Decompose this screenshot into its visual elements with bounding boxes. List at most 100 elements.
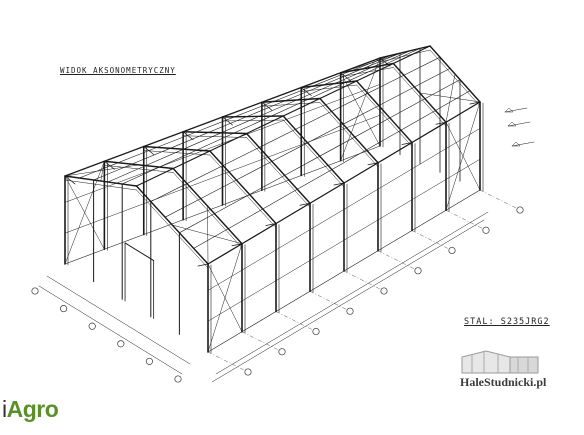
steel-grade-note: STAL: S235JRG2 <box>464 317 550 327</box>
roof-purlin <box>296 83 335 101</box>
elevation-marker <box>507 121 531 127</box>
grid-axis-bubble <box>117 340 125 348</box>
wall-rail <box>64 218 105 234</box>
eave-beam <box>221 101 263 118</box>
roof-purlin <box>222 147 260 166</box>
frame-haunch <box>300 87 312 96</box>
wall-rail <box>241 249 277 271</box>
grid-axis-line <box>377 250 415 269</box>
frame-haunch <box>231 243 243 247</box>
roof-purlin <box>196 132 235 151</box>
roof-purlin <box>342 105 380 125</box>
eave-beam <box>300 72 342 89</box>
frame-rafter-flange <box>222 119 284 122</box>
frame-haunch <box>469 101 481 105</box>
roof-purlin <box>308 82 346 100</box>
eave-beam <box>343 162 379 184</box>
eave-beam <box>182 116 224 133</box>
roof-purlin <box>424 79 461 100</box>
frame-haunch <box>435 121 447 125</box>
eave-beam <box>411 121 447 144</box>
frame-rafter-flange <box>356 84 413 147</box>
agro-logo-name: Agro <box>6 396 59 422</box>
wall-rail <box>275 260 311 281</box>
frame-haunch <box>340 72 352 82</box>
door-lintel <box>124 242 155 262</box>
grid-axis-line <box>445 210 483 229</box>
base-line <box>241 311 277 333</box>
dimension-line <box>38 285 183 375</box>
roof-bracing <box>340 51 406 73</box>
roof-purlin <box>262 189 298 210</box>
roof-purlin <box>169 132 209 149</box>
roof-purlin <box>193 228 229 249</box>
agro-logo: iAgro <box>2 396 59 423</box>
frame-rafter-flange <box>319 102 379 167</box>
frame-rafter <box>319 97 379 164</box>
wall-rail <box>207 300 243 322</box>
eave-beam <box>377 141 413 164</box>
base-line <box>207 331 243 353</box>
ridge-purlin <box>209 132 248 152</box>
roof-purlin <box>297 169 333 190</box>
elevation-marker <box>504 107 528 113</box>
base-line <box>300 160 341 176</box>
frame-haunch <box>222 116 233 126</box>
roof-purlin <box>214 194 250 214</box>
hall-logo-icon <box>461 350 539 374</box>
roof-purlin <box>258 99 298 117</box>
roof-purlin <box>227 208 264 229</box>
frame-rafter-flange <box>261 102 321 107</box>
roof-purlin <box>319 136 356 157</box>
wall-bracing <box>207 263 243 332</box>
ridge-purlin <box>392 45 431 65</box>
eave-beam <box>339 57 381 74</box>
ridge-purlin <box>172 150 211 170</box>
grid-axis-line <box>411 230 449 249</box>
wall-rail <box>207 269 243 291</box>
frame-rafter-flange <box>340 67 394 77</box>
frame-rafter <box>143 145 211 152</box>
roof-purlin <box>354 117 391 138</box>
wall-rail <box>301 98 341 115</box>
roof-bracing <box>445 73 456 123</box>
grid-axis-line <box>343 270 381 290</box>
steel-grade-label: STAL: S235JRG2 <box>464 317 550 327</box>
base-line <box>261 175 302 191</box>
frame-haunch <box>64 175 76 185</box>
roof-purlin <box>208 116 248 133</box>
frame-haunch <box>333 182 345 186</box>
wall-rail <box>340 84 381 100</box>
roof-purlin <box>117 147 158 163</box>
elevation-marker <box>511 141 535 147</box>
frame-haunch <box>182 131 194 141</box>
base-line <box>445 189 481 211</box>
roof-purlin <box>367 74 405 94</box>
wall-rail <box>275 229 311 251</box>
grid-axis-bubble <box>278 348 286 356</box>
frame-rafter <box>209 150 277 225</box>
base-line <box>222 189 263 206</box>
wall-rail <box>241 280 277 302</box>
grid-axis-bubble <box>346 307 354 315</box>
roof-purlin <box>121 166 160 185</box>
wall-rail <box>104 172 144 188</box>
roof-purlin <box>366 129 402 151</box>
eave-beam <box>103 145 145 162</box>
grid-axis-bubble <box>312 327 320 336</box>
roof-purlin <box>307 123 344 144</box>
wall-rail <box>340 114 381 131</box>
base-line <box>64 248 105 265</box>
roof-purlin <box>186 165 224 184</box>
eave-beam <box>261 86 302 103</box>
grid-axis-bubble <box>88 322 96 330</box>
roof-purlin <box>159 149 197 168</box>
base-line <box>309 270 345 292</box>
frame-haunch <box>143 146 155 155</box>
frame-rafter-flange <box>209 154 277 228</box>
roof-purlin <box>435 90 471 111</box>
roof-purlin <box>312 70 352 87</box>
roof-purlin <box>270 98 309 117</box>
